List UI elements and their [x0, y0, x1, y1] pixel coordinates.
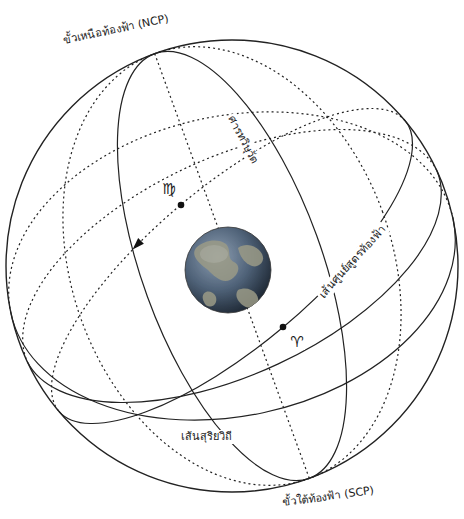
zodiac-symbol: ♈: [289, 334, 304, 351]
equator-label: เส้นศูนย์สูตรท้องฟ้า: [314, 221, 389, 302]
zodiac-symbol: ♍: [161, 181, 176, 198]
sphere-outline: [6, 40, 458, 492]
great-circle-back: [23, 130, 437, 362]
pole-label: ขั้วเหนือท้องฟ้า (NCP): [60, 12, 172, 49]
great-circle-front: [27, 171, 441, 403]
ecliptic-label: เส้นสุริยวิถี: [179, 430, 234, 444]
ecliptic-front: [11, 219, 455, 420]
pole-label: ขั้วใต้ท้องฟ้า (SCP): [279, 483, 376, 510]
equinox-point: [280, 324, 287, 331]
direction-arrowhead: [130, 238, 144, 252]
equinox-point: [178, 202, 185, 209]
earth-globe: [185, 227, 271, 313]
equinoctial-colure: [70, 23, 394, 509]
equinox-label: ศารทวิษุวัต: [224, 112, 262, 168]
celestial-equator-back: [52, 108, 406, 411]
hour-circle: [4, 0, 459, 519]
polar-axis: [155, 54, 310, 479]
